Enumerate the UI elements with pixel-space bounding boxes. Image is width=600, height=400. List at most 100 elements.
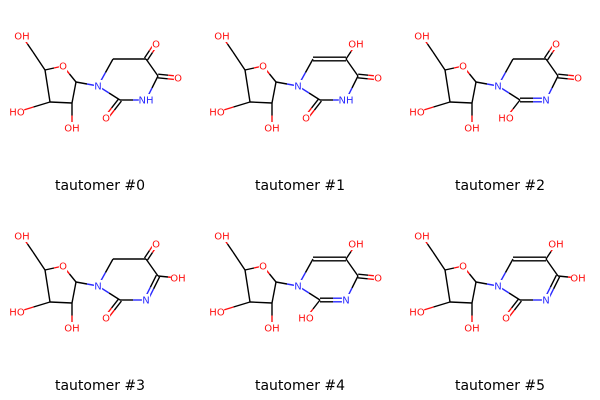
atom-label-backdrop — [93, 280, 103, 292]
bond — [44, 69, 51, 103]
bond — [304, 258, 314, 273]
atom-label-backdrop — [138, 94, 154, 106]
atom-label-backdrop — [58, 60, 68, 72]
bond — [26, 43, 34, 53]
bond — [358, 73, 369, 76]
bond — [513, 300, 522, 311]
atom-label: O — [174, 74, 182, 85]
atom-label: HO — [409, 108, 425, 119]
bond — [113, 100, 122, 111]
atom-label: NH — [139, 96, 154, 107]
bond — [552, 276, 561, 290]
bond — [33, 101, 51, 108]
atom-label-backdrop — [501, 312, 511, 324]
bond — [345, 58, 359, 77]
bond — [249, 301, 273, 304]
atom-label: O — [102, 314, 110, 325]
bond — [351, 75, 359, 89]
atom-label-backdrop — [293, 280, 303, 292]
bond — [75, 81, 88, 85]
atom-label: N — [494, 82, 501, 93]
bond — [545, 58, 559, 77]
bond — [433, 101, 451, 108]
tautomer-caption-2: tautomer #2 — [454, 178, 546, 194]
bond — [49, 301, 73, 304]
bond — [444, 267, 455, 271]
bond — [432, 51, 446, 71]
bond — [275, 81, 288, 85]
bond — [345, 51, 352, 60]
bond — [471, 281, 477, 304]
atom-label: N — [542, 96, 549, 107]
atom-label-backdrop — [214, 230, 230, 242]
bond — [345, 258, 359, 277]
atom-label-backdrop — [414, 230, 430, 242]
atom-label-backdrop — [573, 72, 583, 84]
bond — [426, 43, 434, 53]
bond — [244, 269, 251, 303]
atom-label: HO — [9, 308, 25, 319]
bond — [75, 281, 88, 285]
bond — [432, 251, 446, 271]
atom-label: N — [494, 282, 501, 293]
bond — [449, 301, 473, 304]
bond — [104, 58, 114, 73]
atom-label-backdrop — [214, 30, 230, 42]
atom-label: O — [302, 114, 310, 125]
atom-label: HO — [298, 314, 314, 325]
tautomer-caption-3: tautomer #3 — [54, 378, 146, 394]
atom-label-backdrop — [458, 60, 468, 72]
bond — [475, 281, 488, 285]
atom-label-backdrop — [258, 60, 268, 72]
bond — [558, 73, 569, 76]
bond — [32, 251, 46, 271]
atom-label-backdrop — [338, 94, 354, 106]
atom-label-backdrop — [14, 30, 30, 42]
atom-label: O — [59, 262, 67, 273]
atom-label-backdrop — [151, 238, 161, 250]
bond — [71, 81, 77, 104]
bond — [508, 92, 521, 101]
atom-label-backdrop — [541, 294, 551, 306]
atom-label: OH — [214, 232, 229, 243]
bond — [226, 43, 234, 53]
atom-label: HO — [9, 108, 25, 119]
bond — [426, 243, 434, 253]
bond — [275, 281, 288, 285]
atom-label-backdrop — [9, 306, 25, 318]
atom-label-backdrop — [170, 272, 186, 284]
atom-label: O — [152, 40, 160, 51]
atom-label-backdrop — [548, 238, 564, 250]
atom-label: O — [59, 62, 67, 73]
atom-label: O — [374, 274, 382, 285]
bond — [226, 243, 234, 253]
atom-label-backdrop — [464, 322, 480, 334]
bond — [146, 252, 154, 261]
atom-label-backdrop — [298, 312, 314, 324]
bond — [143, 250, 151, 259]
bond — [358, 273, 369, 276]
atom-label-backdrop — [64, 122, 80, 134]
tautomer-caption-4: tautomer #4 — [254, 378, 346, 394]
bond — [543, 50, 551, 59]
atom-label-backdrop — [493, 280, 503, 292]
bond — [157, 77, 168, 80]
atom-label: OH — [464, 324, 479, 335]
bond — [557, 77, 568, 80]
atom-label-backdrop — [341, 294, 351, 306]
bond — [143, 50, 151, 59]
atom-label: HO — [209, 308, 225, 319]
bond — [357, 277, 368, 280]
bond — [357, 77, 368, 80]
bond — [504, 258, 514, 273]
bond — [49, 101, 73, 104]
bond — [113, 300, 122, 311]
atom-label: OH — [64, 324, 79, 335]
